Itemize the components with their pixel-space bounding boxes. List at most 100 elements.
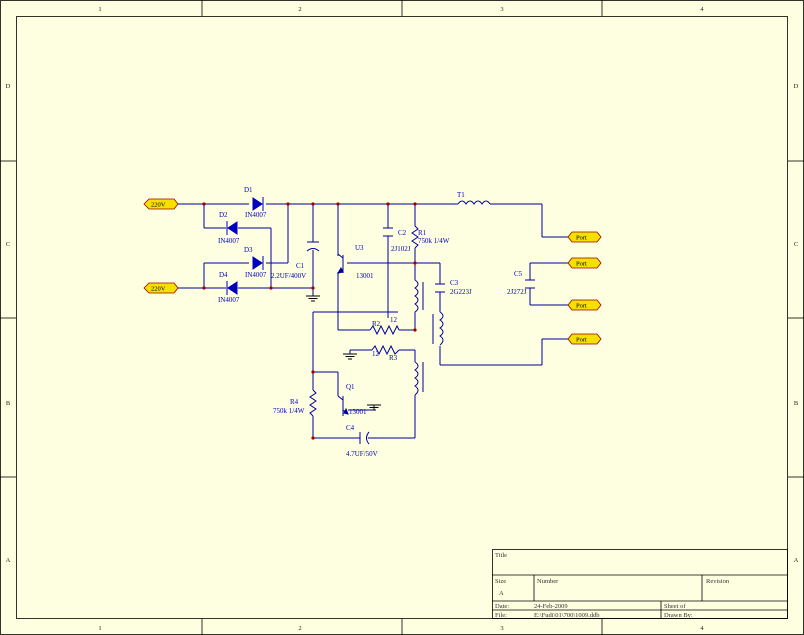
capacitor-c1-symbol bbox=[306, 241, 320, 252]
zone-left-c: C bbox=[6, 241, 10, 248]
u3-designator: U3 bbox=[355, 244, 364, 252]
ground-icon bbox=[367, 404, 381, 411]
r2-designator: R2 bbox=[372, 320, 381, 328]
zone-left-a: A bbox=[6, 557, 11, 564]
c2-designator: C2 bbox=[398, 229, 407, 237]
resistor-r2-symbol bbox=[369, 324, 400, 336]
c2-value: 2J102J bbox=[391, 245, 411, 253]
zone-top-3: 3 bbox=[500, 6, 503, 13]
winding-primary bbox=[414, 279, 419, 313]
zone-left-b: B bbox=[6, 400, 11, 407]
port-input-top: 220V bbox=[143, 198, 179, 210]
zone-labels: 1 2 3 4 1 2 3 4 D C B A D C B A bbox=[6, 6, 799, 632]
capacitor-c3-symbol bbox=[435, 283, 445, 293]
c1-value: 2.2UF/400V bbox=[271, 272, 306, 280]
d3-value: IN4007 bbox=[245, 271, 267, 279]
q1-value: 13001 bbox=[349, 408, 367, 416]
d4-designator: D4 bbox=[219, 271, 228, 279]
d2-designator: D2 bbox=[219, 211, 228, 219]
d1-designator: D1 bbox=[244, 186, 253, 194]
d4-value: IN4007 bbox=[218, 296, 240, 304]
sheet-label: Sheet of bbox=[664, 603, 686, 610]
zone-bottom-4: 4 bbox=[700, 625, 704, 632]
diode-d1-symbol bbox=[252, 197, 264, 211]
diode-d4-symbol bbox=[226, 281, 238, 295]
d2-value: IN4007 bbox=[218, 237, 240, 245]
diode-d3-symbol bbox=[252, 256, 264, 270]
r1-value: 750k 1/4W bbox=[418, 237, 450, 245]
c5-designator: C5 bbox=[514, 270, 523, 278]
capacitors bbox=[306, 227, 535, 445]
d3-designator: D3 bbox=[244, 246, 253, 254]
port-input-bottom-label: 220V bbox=[151, 286, 166, 293]
r1-designator: R1 bbox=[418, 229, 427, 237]
file-label: File: bbox=[495, 612, 507, 619]
resistor-r4-symbol bbox=[309, 389, 317, 417]
port-output-4: Port bbox=[567, 333, 602, 345]
capacitor-c4-symbol bbox=[359, 431, 370, 445]
size-label: Size bbox=[495, 578, 506, 585]
zone-right-b: B bbox=[794, 400, 799, 407]
r3-value: 12 bbox=[372, 350, 380, 358]
zone-top-1: 1 bbox=[98, 6, 101, 13]
port-output-2-label: Port bbox=[576, 261, 587, 268]
port-output-1-label: Port bbox=[576, 235, 587, 242]
u3-value: 13001 bbox=[356, 272, 374, 280]
zone-right-c: C bbox=[794, 241, 798, 248]
diodes bbox=[226, 197, 264, 295]
component-labels: D1 IN4007 D2 IN4007 D3 IN4007 D4 IN4007 … bbox=[218, 186, 527, 458]
transistor-u3-symbol bbox=[336, 253, 344, 274]
r3-designator: R3 bbox=[389, 354, 398, 362]
c4-value: 4.7UF/50V bbox=[346, 450, 378, 458]
c5-value: 2J272J bbox=[507, 288, 527, 296]
capacitor-c2-symbol bbox=[383, 227, 393, 237]
port-input-top-label: 220V bbox=[151, 202, 166, 209]
port-flags: 220V 220V Port Port Port Port bbox=[143, 198, 602, 345]
c3-designator: C3 bbox=[450, 279, 459, 287]
q1-designator: Q1 bbox=[346, 383, 355, 391]
port-input-bottom: 220V bbox=[143, 282, 179, 294]
zone-top-2: 2 bbox=[298, 6, 301, 13]
port-output-3: Port bbox=[567, 299, 602, 311]
title-label: Title bbox=[495, 552, 507, 559]
ground-icon bbox=[306, 295, 320, 302]
r4-value: 750k 1/4W bbox=[273, 407, 305, 415]
number-label: Number bbox=[537, 578, 559, 585]
capacitor-c5-symbol bbox=[525, 279, 535, 289]
zone-top-4: 4 bbox=[700, 6, 704, 13]
zone-right-d: D bbox=[794, 83, 799, 90]
port-output-2: Port bbox=[567, 257, 602, 269]
size-value: A bbox=[499, 590, 504, 597]
date-label: Date: bbox=[495, 603, 509, 610]
resistor-r1-symbol bbox=[411, 225, 419, 249]
d1-value: IN4007 bbox=[245, 211, 267, 219]
transistor-q1-symbol bbox=[337, 395, 349, 415]
resistor-r3-symbol bbox=[371, 344, 400, 356]
zone-bottom-3: 3 bbox=[500, 625, 503, 632]
junctions bbox=[202, 202, 417, 440]
resistors bbox=[309, 225, 419, 417]
wires bbox=[178, 203, 568, 439]
zone-left-d: D bbox=[6, 83, 11, 90]
diode-d2-symbol bbox=[226, 221, 238, 235]
port-output-3-label: Port bbox=[576, 303, 587, 310]
ground-symbols bbox=[306, 295, 381, 411]
zone-bottom-1: 1 bbox=[98, 625, 101, 632]
c4-designator: C4 bbox=[346, 424, 355, 432]
drawn-by-label: Drawn By: bbox=[664, 612, 693, 619]
t1-designator: T1 bbox=[457, 191, 465, 199]
ground-icon bbox=[343, 353, 357, 360]
port-output-1: Port bbox=[567, 231, 602, 243]
transformer-windings bbox=[414, 200, 491, 396]
transformer-t1-coil bbox=[457, 200, 491, 205]
c3-value: 2G223J bbox=[450, 288, 472, 296]
r4-designator: R4 bbox=[290, 398, 299, 406]
transistors bbox=[336, 253, 349, 415]
zone-right-a: A bbox=[794, 557, 799, 564]
port-output-4-label: Port bbox=[576, 337, 587, 344]
c1-designator: C1 bbox=[296, 262, 305, 270]
file-value: E:\Fudi\01\700\1009.ddb bbox=[534, 612, 600, 619]
winding-secondary bbox=[439, 311, 444, 346]
